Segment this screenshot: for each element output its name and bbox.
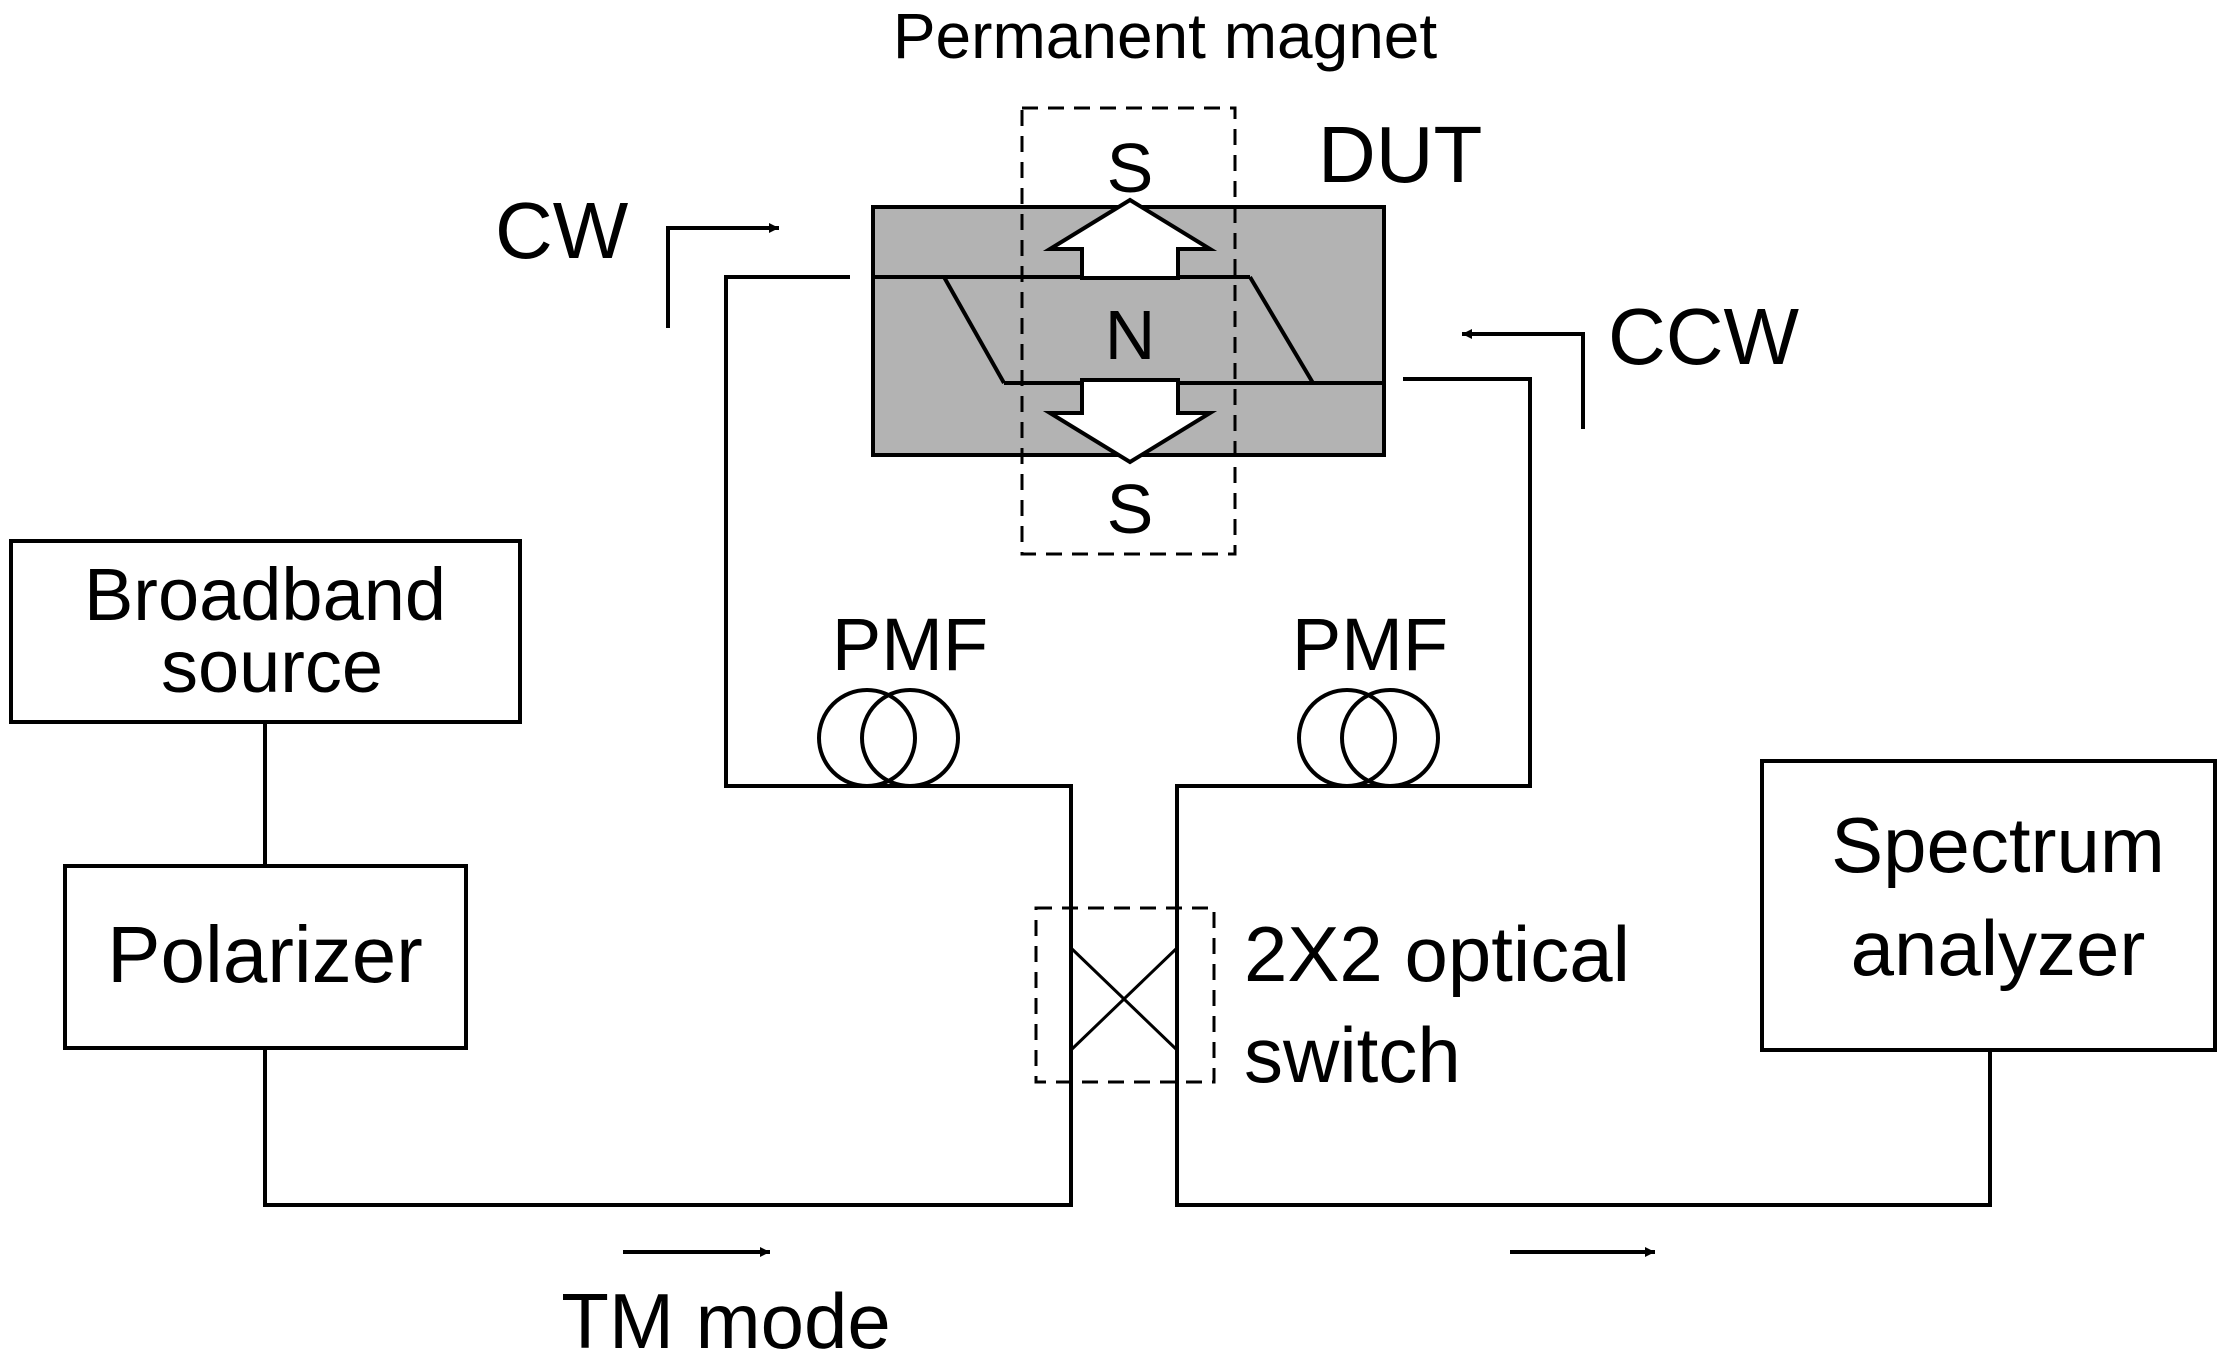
broadband-source-label-line1: Broadband (84, 553, 446, 636)
magnet-arrow-down-icon (1042, 378, 1218, 465)
permanent-magnet-outline (1020, 106, 1237, 556)
fiber-switch-to-dut-right (1175, 377, 1532, 908)
optical-switch-label-line1: 2X2 optical (1244, 910, 1630, 998)
cw-direction-arrow-icon (666, 223, 779, 328)
optical-switch-label-line2: switch (1244, 1011, 1461, 1099)
permanent-magnet-label: Permanent magnet (893, 0, 1438, 72)
broadband-source-label-line2: source (161, 625, 383, 708)
broadband-source-box (9, 539, 522, 724)
pmf-right-label: PMF (1292, 603, 1448, 686)
ccw-label: CCW (1608, 292, 1800, 381)
cw-label: CW (495, 186, 629, 275)
magnet-pole-bottom-label: S (1107, 470, 1154, 548)
polarizer-box (63, 864, 468, 1050)
polarizer-label: Polarizer (107, 910, 423, 999)
pmf-coil-right (1297, 688, 1440, 788)
magnet-pole-top-label: S (1107, 129, 1154, 207)
fiber-switch-to-analyzer (1175, 1050, 1992, 1207)
spectrum-analyzer-label-line1: Spectrum (1831, 801, 2165, 889)
dut-waveguides (873, 275, 1384, 385)
spectrum-analyzer-label-line2: analyzer (1851, 904, 2146, 992)
optical-switch (1034, 906, 1216, 1084)
optical-switch-outline (1034, 906, 1216, 1084)
tm-mode-label: TM mode (561, 1277, 890, 1360)
dut-label: DUT (1318, 110, 1482, 199)
ccw-direction-arrow-icon (1462, 329, 1585, 429)
magnet-pole-center-label: N (1105, 296, 1156, 374)
fiber-switch-to-dut-left (724, 275, 1073, 908)
pmf-coil-left (817, 688, 960, 788)
magnet-arrow-up-icon (1042, 197, 1218, 280)
pmf-left-label: PMF (832, 603, 988, 686)
fiber-polarizer-to-switch (263, 1048, 1073, 1207)
spectrum-analyzer-box (1760, 759, 2217, 1052)
